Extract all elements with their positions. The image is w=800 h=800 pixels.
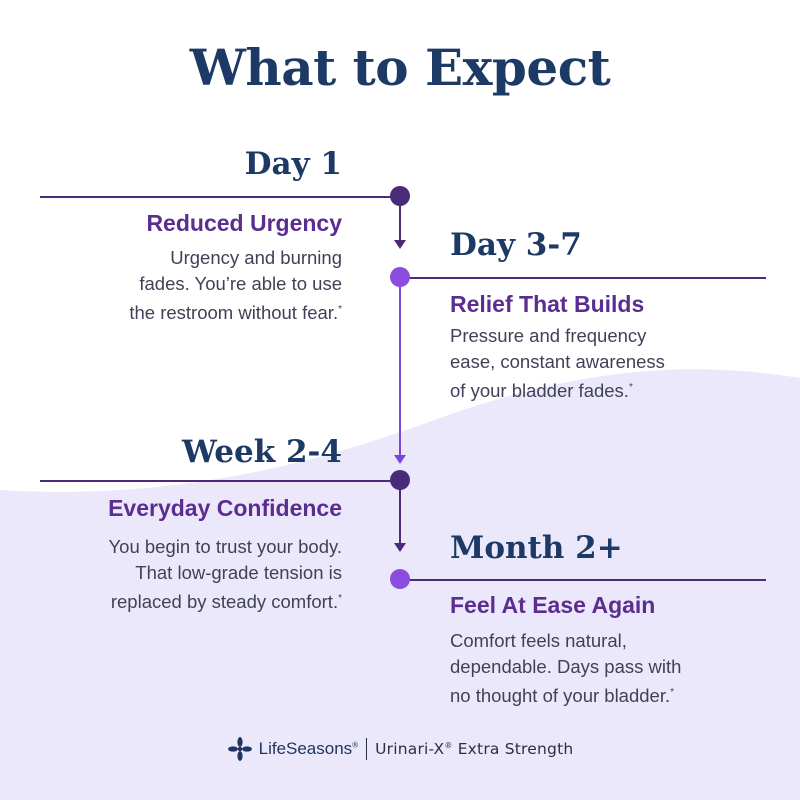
timeline-dot-week2-4 bbox=[390, 470, 410, 490]
stage-label-month2: Month 2+ bbox=[450, 530, 623, 566]
brand-logo-icon bbox=[227, 737, 252, 761]
timeline-dot-day3-7 bbox=[390, 267, 410, 287]
stage-heading-day3-7: Relief That Builds bbox=[450, 291, 645, 317]
timeline-dot-day1 bbox=[390, 186, 410, 206]
stage-description-week2-4: You begin to trust your body. That low-g… bbox=[108, 536, 342, 613]
timeline-connector-1 bbox=[399, 196, 401, 240]
timeline-dot-month2 bbox=[390, 569, 410, 589]
page-title: What to Expect bbox=[189, 38, 611, 97]
timeline-arrow-icon bbox=[394, 543, 406, 552]
timeline-line-day1 bbox=[40, 196, 402, 198]
brand-name: LifeSeasons® bbox=[258, 739, 359, 758]
stage-description-day1: Urgency and burning fades. You’re able t… bbox=[129, 247, 342, 324]
timeline-arrow-icon bbox=[394, 240, 406, 249]
stage-heading-day1: Reduced Urgency bbox=[146, 210, 342, 236]
stage-heading-month2: Feel At Ease Again bbox=[450, 592, 656, 618]
footer-divider bbox=[366, 738, 368, 760]
product-name: Urinari-X® Extra Strength bbox=[375, 740, 574, 758]
timeline-line-month2 bbox=[400, 579, 766, 581]
stage-description-month2: Comfort feels natural, dependable. Days … bbox=[450, 630, 682, 707]
timeline-line-week2-4 bbox=[40, 480, 402, 482]
footer-branding: LifeSeasons® Urinari-X® Extra Strength bbox=[0, 736, 800, 762]
timeline-connector-2 bbox=[399, 278, 401, 458]
timeline-line-day3-7 bbox=[400, 277, 766, 279]
stage-label-day1: Day 1 bbox=[244, 146, 342, 182]
stage-heading-week2-4: Everyday Confidence bbox=[108, 495, 342, 521]
stage-label-day3-7: Day 3-7 bbox=[450, 227, 582, 263]
stage-description-day3-7: Pressure and frequency ease, constant aw… bbox=[450, 325, 665, 402]
timeline-connector-3 bbox=[399, 481, 401, 543]
stage-label-week2-4: Week 2-4 bbox=[181, 434, 342, 470]
timeline-arrow-icon bbox=[394, 455, 406, 464]
